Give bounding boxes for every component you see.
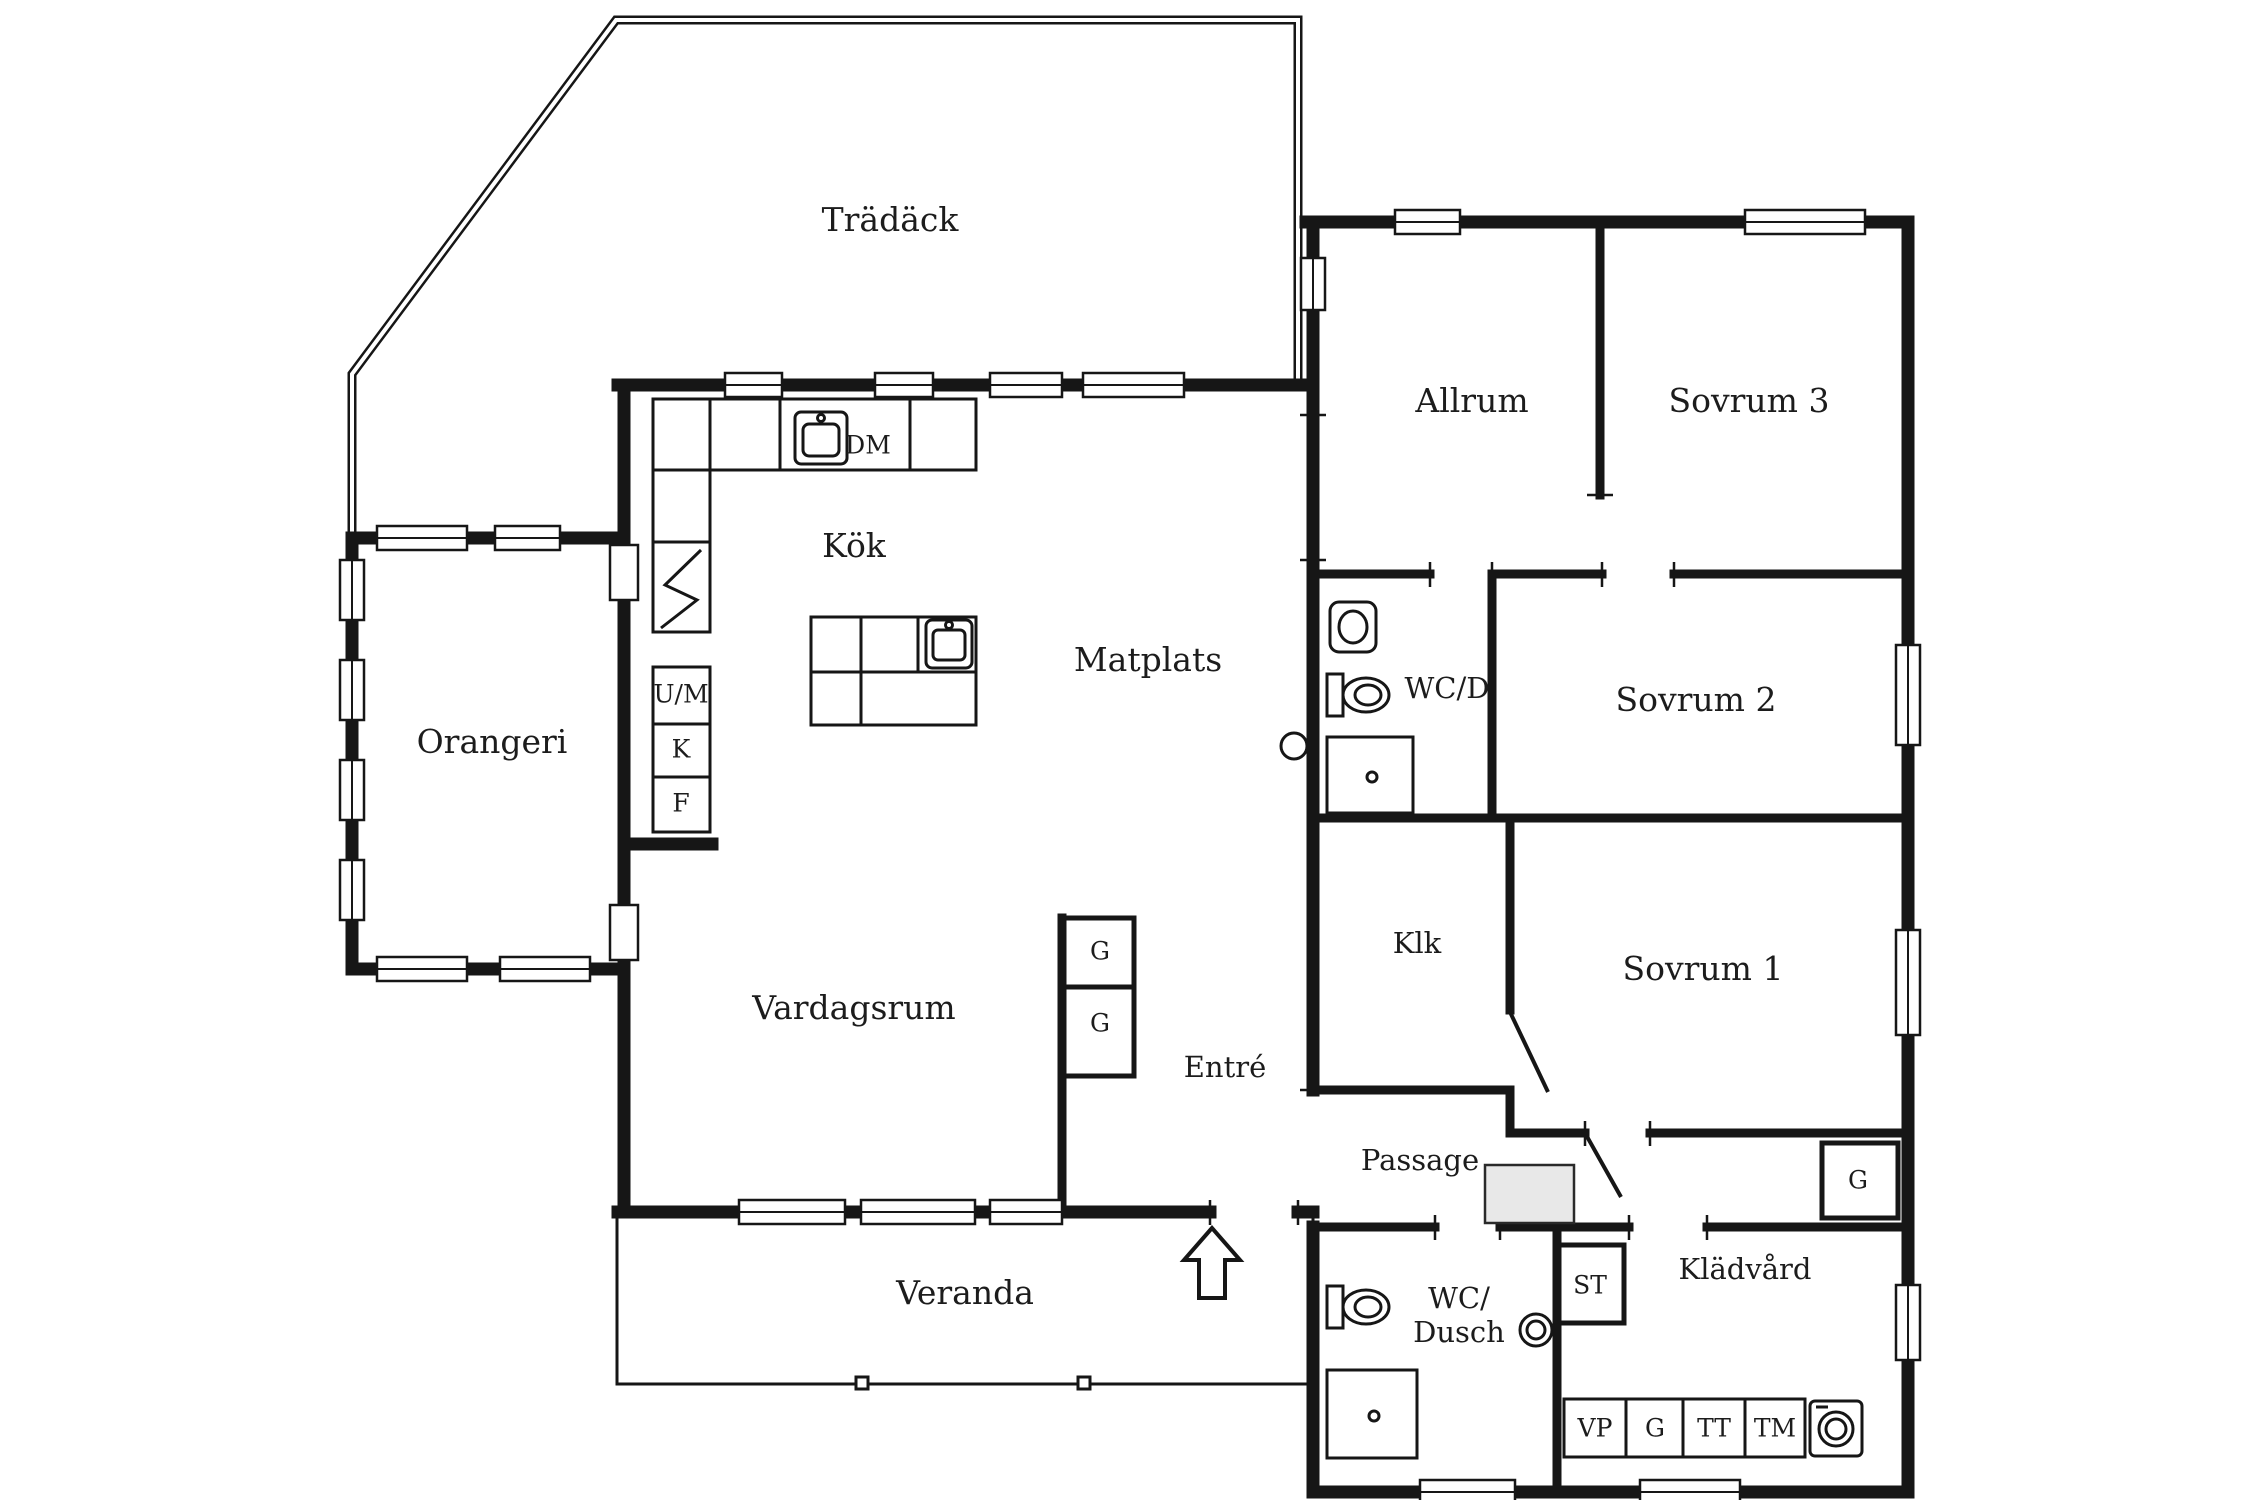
room-label-st: ST <box>1573 1271 1607 1300</box>
window <box>375 955 469 983</box>
deck-outline <box>347 15 1303 543</box>
room-label-vardagsrum: Vardagsrum <box>751 988 955 1027</box>
orangeri-door <box>608 903 640 962</box>
window <box>1638 1478 1742 1500</box>
room-label-sovrum2: Sovrum 2 <box>1616 680 1777 719</box>
window <box>1393 208 1462 236</box>
wardrobe-g-block <box>1059 915 1137 1079</box>
room-label-sovrum1: Sovrum 1 <box>1623 949 1784 988</box>
window <box>1894 643 1922 747</box>
room-label-vp: VP <box>1577 1414 1613 1443</box>
window <box>1743 208 1867 236</box>
window <box>988 1198 1064 1226</box>
room-labels: Trädäck DM Kök Matplats Orangeri U/M K F… <box>417 200 1868 1443</box>
window <box>1894 1283 1922 1362</box>
laundry-closet-row <box>1562 1397 1807 1459</box>
wc-dusch-sink-icon <box>1518 1312 1554 1348</box>
room-label-tt: TT <box>1697 1414 1731 1443</box>
room-label-veranda: Veranda <box>895 1273 1034 1312</box>
cabinet-zigzag <box>651 540 712 634</box>
cabinet <box>651 468 712 544</box>
room-label-entre: Entré <box>1184 1050 1267 1084</box>
room-label-f: F <box>672 789 689 818</box>
kitchen-counter <box>651 397 978 834</box>
windows <box>338 208 1922 1500</box>
window <box>338 558 366 622</box>
wcd-sink-icon <box>1328 600 1378 654</box>
room-label-wcd: WC/D <box>1404 671 1489 705</box>
door-leaf-sovrum1 <box>1583 1132 1623 1198</box>
window <box>375 524 469 552</box>
room-label-passage: Passage <box>1361 1143 1479 1177</box>
wcd-shower-icon <box>1325 735 1415 815</box>
zigzag-symbol-icon <box>660 548 703 630</box>
room-label-tradack: Trädäck <box>822 200 960 239</box>
room-label-g2: G <box>1090 1009 1110 1038</box>
wc-dusch-shower-icon <box>1325 1368 1419 1460</box>
room-label-orangeri: Orangeri <box>417 722 568 761</box>
window <box>873 371 935 399</box>
room-label-wc-line2: Dusch <box>1413 1315 1505 1349</box>
window <box>493 524 562 552</box>
closet-g3 <box>1819 1140 1901 1221</box>
entrance-arrow-icon <box>1179 1224 1245 1300</box>
window <box>338 758 366 822</box>
window <box>859 1198 977 1226</box>
counter-dividers <box>708 399 912 470</box>
window <box>338 658 366 722</box>
orangeri-door <box>608 543 640 602</box>
window <box>1894 928 1922 1037</box>
room-label-allrum: Allrum <box>1414 381 1528 420</box>
room-label-matplats: Matplats <box>1074 640 1222 679</box>
room-label-kladvard: Klädvård <box>1679 1252 1812 1286</box>
room-label-klk: Klk <box>1393 926 1442 960</box>
window <box>988 371 1064 399</box>
room-label-g3: G <box>1848 1166 1868 1195</box>
room-label-sovrum3: Sovrum 3 <box>1669 381 1830 420</box>
window <box>723 371 784 399</box>
window <box>338 858 366 922</box>
island-sink-icon <box>924 618 974 670</box>
room-label-k: K <box>672 735 692 764</box>
window <box>1418 1478 1517 1500</box>
room-label-kok: Kök <box>822 526 887 565</box>
room-label-dm: DM <box>845 431 891 460</box>
wall-circle-symbol-icon <box>1279 731 1309 761</box>
veranda-post <box>854 1375 870 1391</box>
window <box>1081 371 1186 399</box>
counter-run <box>651 397 978 472</box>
veranda-post <box>1076 1375 1092 1391</box>
kitchen-island <box>809 615 978 727</box>
window <box>737 1198 847 1226</box>
door-jambs <box>1208 413 1709 1240</box>
room-label-um: U/M <box>653 680 708 709</box>
room-label-g4: G <box>1645 1414 1665 1443</box>
room-label-wc-line1: WC/ <box>1428 1281 1490 1315</box>
room-label-tm: TM <box>1754 1414 1796 1443</box>
wcd-toilet-icon <box>1325 672 1391 718</box>
window <box>498 955 592 983</box>
closet-st <box>1554 1242 1627 1326</box>
room-label-g1: G <box>1090 937 1110 966</box>
floor-hatch <box>1483 1163 1576 1225</box>
frys-cabinet <box>651 775 712 834</box>
door-leaf-klk <box>1508 1011 1550 1093</box>
exterior-walls <box>345 215 1915 1499</box>
window <box>1299 256 1327 312</box>
washing-machine-icon <box>1808 1399 1864 1458</box>
deck-outline-inner <box>350 18 1300 540</box>
wc-dusch-toilet-icon <box>1325 1284 1391 1330</box>
interior-walls <box>1057 217 1907 1497</box>
kitchen-sink-icon <box>793 410 849 466</box>
